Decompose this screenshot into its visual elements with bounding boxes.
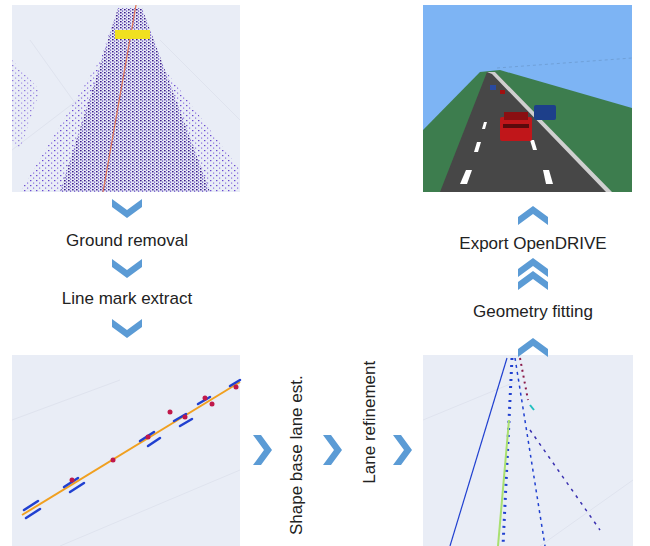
road-render-image bbox=[423, 5, 632, 192]
step-label: Geometry fitting bbox=[473, 302, 593, 322]
step-label: Ground removal bbox=[66, 231, 188, 251]
point-cloud-image bbox=[12, 5, 240, 192]
step-label: Shape base lane est. bbox=[287, 375, 307, 535]
step-label: Lane refinement bbox=[360, 361, 380, 484]
line-mark-image bbox=[12, 355, 240, 546]
step-label: Export OpenDRIVE bbox=[459, 234, 606, 254]
lane-refinement-image bbox=[423, 355, 633, 546]
step-label: Line mark extract bbox=[62, 289, 192, 309]
